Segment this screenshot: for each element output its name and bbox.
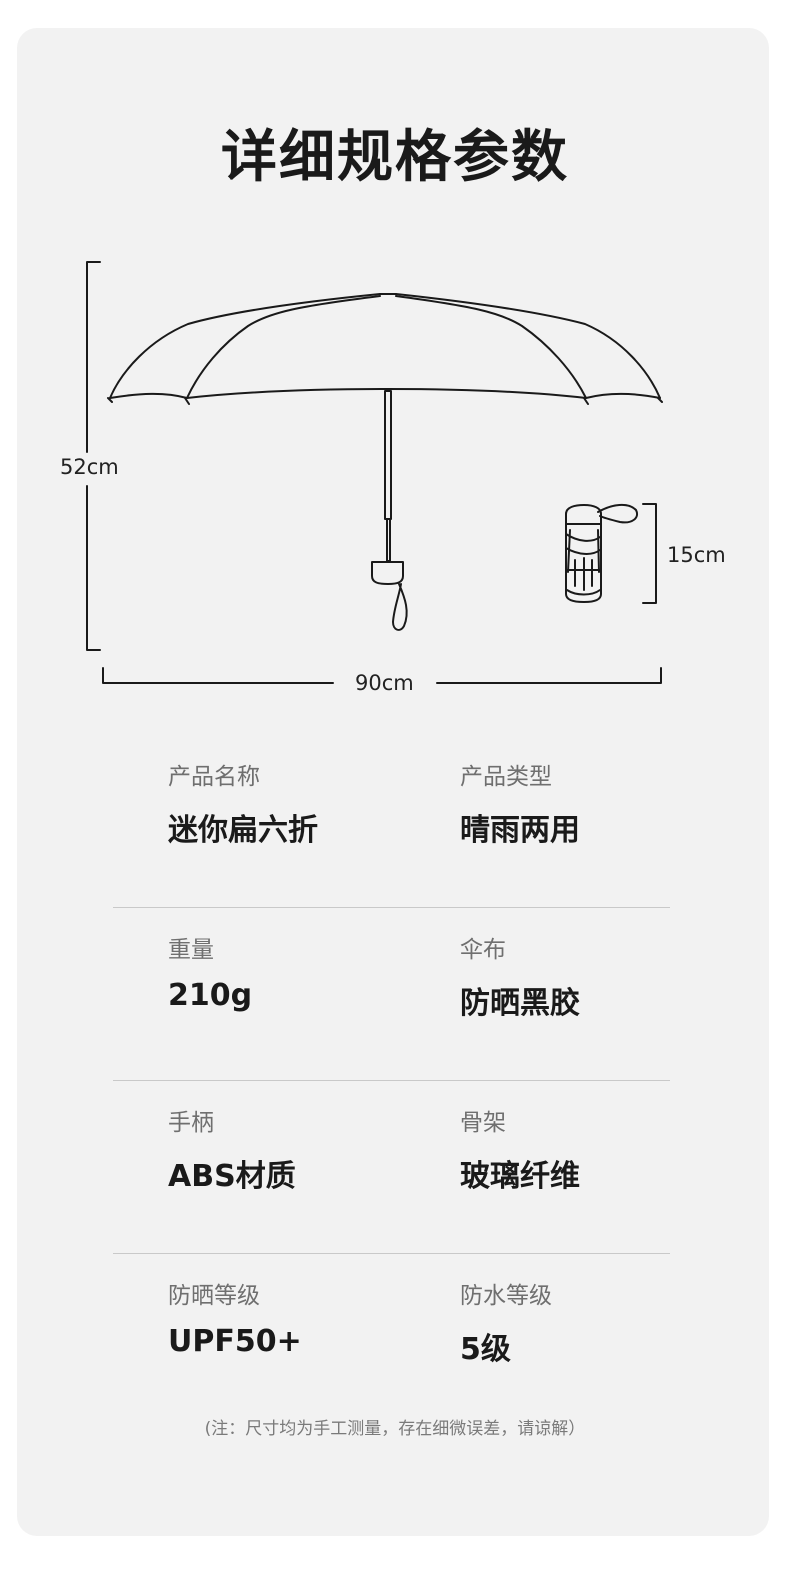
spec-table: 产品名称 迷你扁六折 产品类型 晴雨两用 重量 210g 伞布 防晒黑胶 手柄 … [113, 735, 670, 1426]
spec-value: 迷你扁六折 [168, 813, 318, 848]
spec-value: 5级 [460, 1332, 511, 1367]
page-title: 详细规格参数 [221, 125, 569, 190]
spec-value: 晴雨两用 [460, 813, 580, 848]
spec-item-fabric: 伞布 防晒黑胶 [460, 908, 580, 1022]
folded-dimension-line [642, 503, 657, 604]
spec-label: 手柄 [168, 1110, 214, 1136]
spec-value: UPF50+ [168, 1324, 302, 1359]
spec-value: ABS材质 [168, 1159, 296, 1194]
width-dimension-line [102, 667, 662, 684]
measurement-note: (注：尺寸均为手工测量，存在细微误差，请谅解） [204, 1419, 586, 1439]
umbrella-diagram [86, 261, 663, 684]
height-dimension-line [86, 261, 101, 651]
spec-label: 防水等级 [460, 1283, 552, 1309]
folded-umbrella-icon [565, 504, 638, 603]
spec-item-frame: 骨架 玻璃纤维 [460, 1081, 580, 1195]
spec-item-weight: 重量 210g [168, 908, 252, 1013]
spec-item-waterproof-rating: 防水等级 5级 [460, 1254, 552, 1368]
spec-label: 重量 [168, 937, 214, 963]
spec-label: 产品名称 [168, 764, 260, 790]
spec-value: 210g [168, 978, 253, 1013]
height-dimension-label: 52cm [60, 455, 119, 479]
spec-row: 手柄 ABS材质 骨架 玻璃纤维 [113, 1081, 670, 1254]
spec-row: 防晒等级 UPF50+ 防水等级 5级 [113, 1254, 670, 1426]
spec-value: 玻璃纤维 [460, 1159, 580, 1194]
spec-card [17, 28, 769, 1536]
folded-dimension-label: 15cm [667, 543, 726, 567]
spec-row: 重量 210g 伞布 防晒黑胶 [113, 908, 670, 1081]
spec-item-product-name: 产品名称 迷你扁六折 [168, 735, 318, 849]
spec-item-handle: 手柄 ABS材质 [168, 1081, 296, 1195]
open-umbrella-icon [107, 293, 663, 631]
spec-item-product-type: 产品类型 晴雨两用 [460, 735, 580, 849]
spec-row: 产品名称 迷你扁六折 产品类型 晴雨两用 [113, 735, 670, 908]
spec-label: 产品类型 [460, 764, 552, 790]
width-dimension-label: 90cm [355, 671, 414, 695]
spec-item-uv-rating: 防晒等级 UPF50+ [168, 1254, 302, 1359]
spec-value: 防晒黑胶 [460, 986, 580, 1021]
spec-label: 伞布 [460, 937, 506, 963]
spec-label: 骨架 [460, 1110, 506, 1136]
spec-label: 防晒等级 [168, 1283, 260, 1309]
